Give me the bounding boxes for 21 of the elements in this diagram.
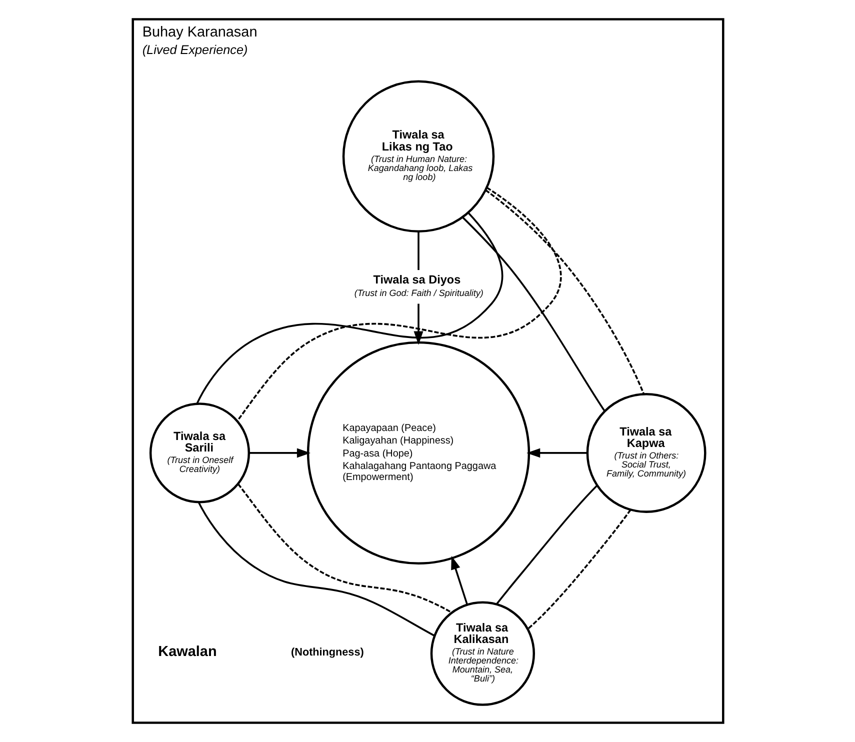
node-circle: Tiwala sa Likas ng Tao (Trust in Human Nature: Kagandahang loob, Lakas ng loob) [342, 80, 494, 233]
label: Kawalan [158, 644, 216, 660]
arrow [526, 448, 587, 458]
node-circle: Kapayapaan (Peace) Kaligayahan (Happiness) Pag-asa (Hope) Kahalagahang Pantaong Paggawa (Empowerment) [306, 341, 530, 565]
connector [236, 186, 562, 422]
label: (Nothingness) [290, 646, 364, 658]
node-circle: Tiwala sa Sarili (Trust in Oneself Creativity) [148, 402, 250, 504]
connector [526, 509, 631, 630]
node-circle: Tiwala sa Kalikasan (Trust in Nature Interdependence: Mountain, Sea, “Buli”) [430, 601, 535, 706]
connector [484, 189, 644, 394]
connector [495, 484, 598, 605]
connector [196, 212, 503, 404]
connector [417, 231, 419, 270]
connector [461, 216, 605, 412]
connector [237, 484, 452, 614]
node-circle: Tiwala sa Kapwa (Trust in Others: Social Trust, Family, Community) [586, 392, 706, 513]
arrow [248, 448, 310, 458]
connector [197, 502, 435, 637]
node-text: Tiwala sa Diyos (Trust in God: Faith / Spirituality) [354, 274, 483, 298]
arrow [450, 556, 468, 606]
arrow [413, 304, 423, 345]
